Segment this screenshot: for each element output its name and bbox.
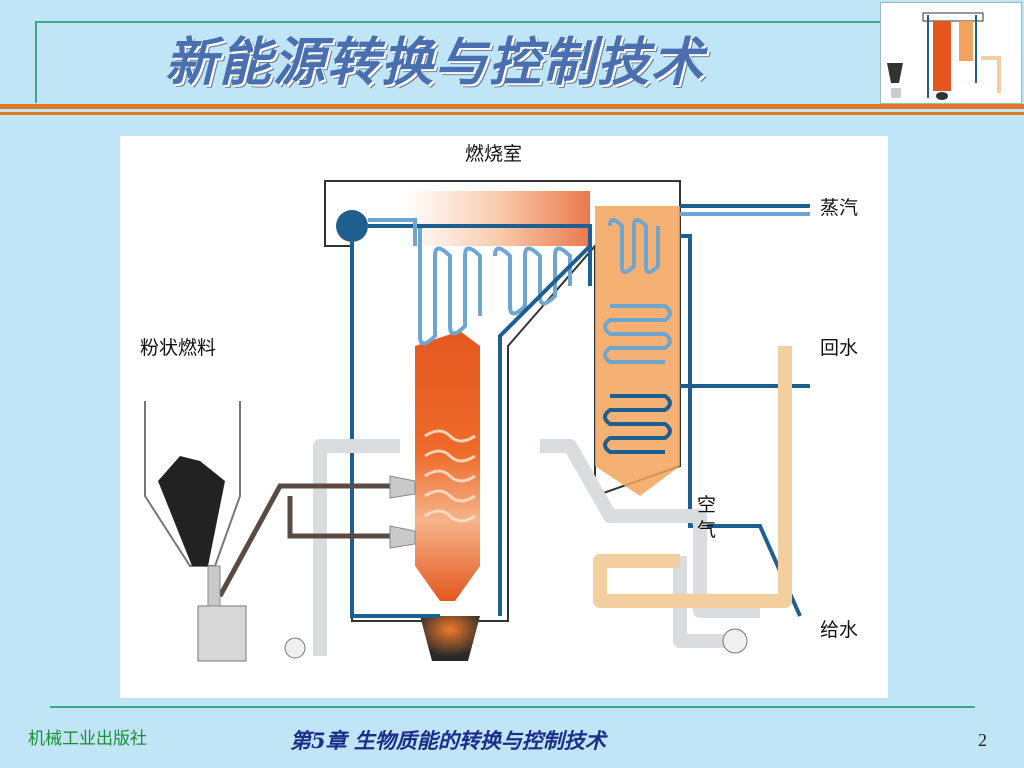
label-feed-water: 给水 (820, 619, 858, 641)
label-combustion-chamber: 燃烧室 (465, 143, 522, 165)
title-frame-left-line (35, 21, 37, 103)
slide-title: 新能源转换与控制技术 (165, 33, 706, 93)
label-air-2: 气 (697, 519, 716, 541)
label-pulverized-fuel: 粉状燃料 (140, 337, 216, 359)
hot-air-duct (593, 346, 792, 608)
label-return-water: 回水 (820, 337, 858, 359)
footer-publisher: 机械工业出版社 (28, 729, 147, 749)
reheater-coils (603, 304, 672, 364)
header-divider-bar-thin (0, 112, 1024, 115)
coal-mill (197, 605, 247, 662)
economizer-coils (603, 394, 672, 454)
air-ducts (313, 439, 760, 656)
burner-nozzles (389, 475, 416, 549)
boiler-diagram: 燃烧室 蒸汽 回水 粉状燃料 空 气 给水 (120, 136, 888, 698)
label-steam: 蒸汽 (820, 197, 858, 219)
footer-divider-line (50, 706, 975, 708)
water-pipes (350, 204, 810, 618)
title-frame-top-line (35, 21, 905, 23)
fuel-feed-pipes (217, 483, 410, 598)
ash-hopper (420, 616, 480, 661)
label-air-1: 空 (697, 494, 716, 516)
steam-drum (336, 210, 368, 242)
steam-pipes (368, 212, 810, 246)
air-fan (722, 628, 748, 654)
page-number: 2 (978, 730, 987, 750)
flame-swirls (424, 429, 476, 523)
header-divider-bar (0, 104, 1024, 109)
roof-heat-zone (405, 191, 590, 246)
primary-fan (284, 637, 306, 659)
footer-chapter-title: 第5章 生物质能的转换与控制技术 (290, 728, 606, 753)
pulverized-coal-pile (158, 456, 225, 566)
boiler-thumbnail-image (880, 2, 1022, 104)
mill-feeder (207, 565, 221, 607)
superheater-tubes (418, 218, 660, 346)
furnace-flame (415, 331, 480, 601)
